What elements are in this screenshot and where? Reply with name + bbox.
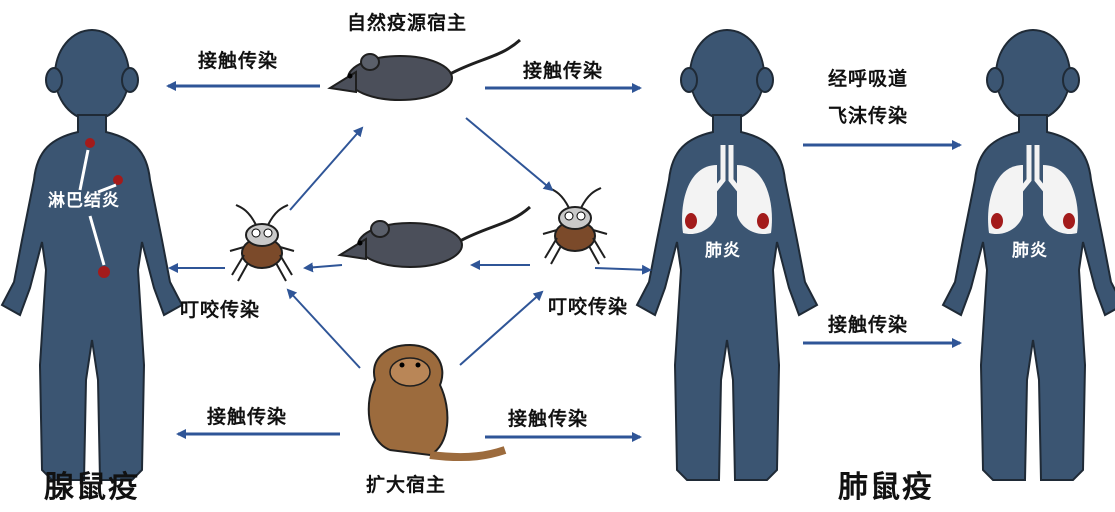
flea-icon-right	[543, 188, 607, 264]
flea-icon-left	[230, 205, 294, 281]
pneumonia-label-right: 肺炎	[1012, 236, 1048, 261]
contact-right-label: 接触传染	[828, 310, 908, 337]
bubonic-plague-label: 腺鼠疫	[44, 462, 140, 506]
rat-icon-middle	[340, 207, 530, 267]
marmot-icon	[369, 345, 505, 457]
lymphadenitis-label: 淋巴结炎	[48, 186, 120, 211]
contact-mid-bottom-label: 接触传染	[508, 404, 588, 431]
rat-icon-natural-host	[330, 40, 520, 100]
arrows	[168, 86, 960, 437]
contact-mid-top-label: 接触传染	[523, 56, 603, 83]
pneumonic-plague-label: 肺鼠疫	[838, 462, 934, 506]
pneumonia-label-middle: 肺炎	[705, 236, 741, 261]
contact-left-top-label: 接触传染	[198, 46, 278, 73]
human-figure-left	[2, 30, 182, 480]
contact-left-bottom-label: 接触传染	[207, 402, 287, 429]
amplifying-host-label: 扩大宿主	[366, 470, 446, 497]
bite-right-label: 叮咬传染	[548, 292, 628, 319]
airborne-line2: 飞沫传染	[828, 101, 908, 128]
natural-host-label: 自然疫源宿主	[347, 8, 467, 35]
airborne-line1: 经呼吸道	[828, 64, 908, 91]
bite-left-label: 叮咬传染	[180, 295, 260, 322]
